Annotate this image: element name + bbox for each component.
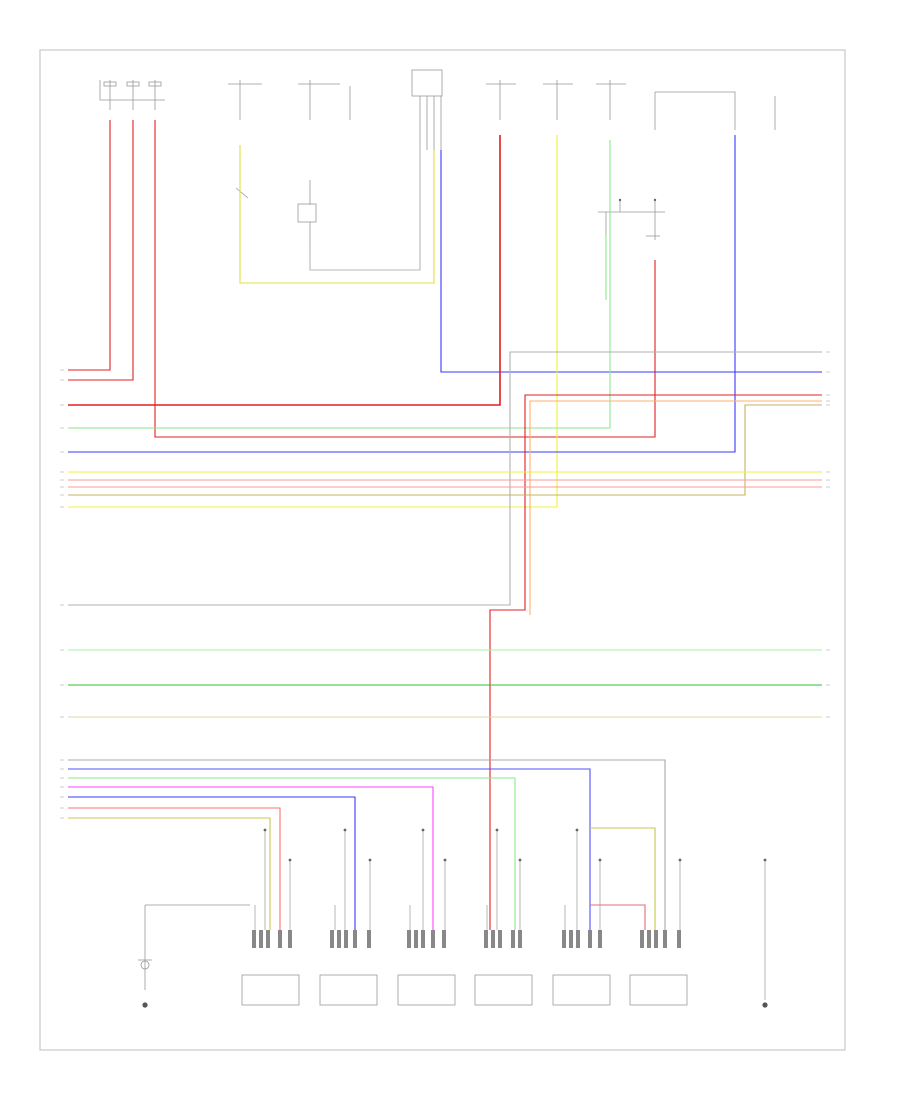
module-connector-wires <box>254 830 766 1000</box>
wire-group-bottom <box>68 759 666 930</box>
diagram-frame <box>39 49 846 1051</box>
wire-gray-switch <box>309 150 421 271</box>
wire-orange-upper <box>529 400 822 615</box>
junction-dots <box>263 198 767 862</box>
top-fuse-group <box>99 69 776 260</box>
wire-blue-b2 <box>68 768 591 930</box>
module-boxes <box>241 974 688 1006</box>
wire-tan-module5 <box>590 827 656 930</box>
wire-group-top <box>68 120 822 930</box>
wire-yellow-fuse5 <box>68 135 558 508</box>
wire-tan-upper <box>68 404 822 496</box>
wire-green-fuse6 <box>68 140 611 429</box>
wire-blue-fuse7 <box>68 135 736 453</box>
wire-pink-b6 <box>68 807 281 930</box>
module-terminals <box>252 930 681 948</box>
wire-yellow-switch <box>239 145 435 284</box>
wire-red-3 <box>154 120 656 438</box>
right-terminal-ticks <box>826 351 830 718</box>
wire-red-upper <box>489 394 822 930</box>
wire-gray-b1 <box>68 759 666 930</box>
wire-blue-b5 <box>68 796 356 930</box>
bottom-module-5 <box>552 974 611 1006</box>
bottom-module-3 <box>397 974 456 1006</box>
wire-red-module6 <box>590 904 646 930</box>
left-terminal-ticks <box>60 369 64 819</box>
bottom-module-4 <box>474 974 533 1006</box>
wire-gray-upper <box>68 351 822 606</box>
bottom-left-component <box>138 904 250 990</box>
wire-violet-b4 <box>68 786 434 930</box>
bottom-module-6 <box>629 974 688 1006</box>
right-ground <box>762 1002 768 1008</box>
ground-symbols <box>142 1002 768 1008</box>
wire-red-fuse4 <box>68 135 501 406</box>
bottom-module-2 <box>319 974 378 1006</box>
wire-red-2 <box>68 120 134 381</box>
bottom-module-1 <box>241 974 300 1006</box>
left-ground <box>142 1002 148 1008</box>
wire-lightgreen-b3 <box>68 777 516 930</box>
wire-blue-conn <box>440 150 822 373</box>
wire-darkyellow-b7 <box>68 817 271 930</box>
wire-red-1 <box>68 120 111 371</box>
